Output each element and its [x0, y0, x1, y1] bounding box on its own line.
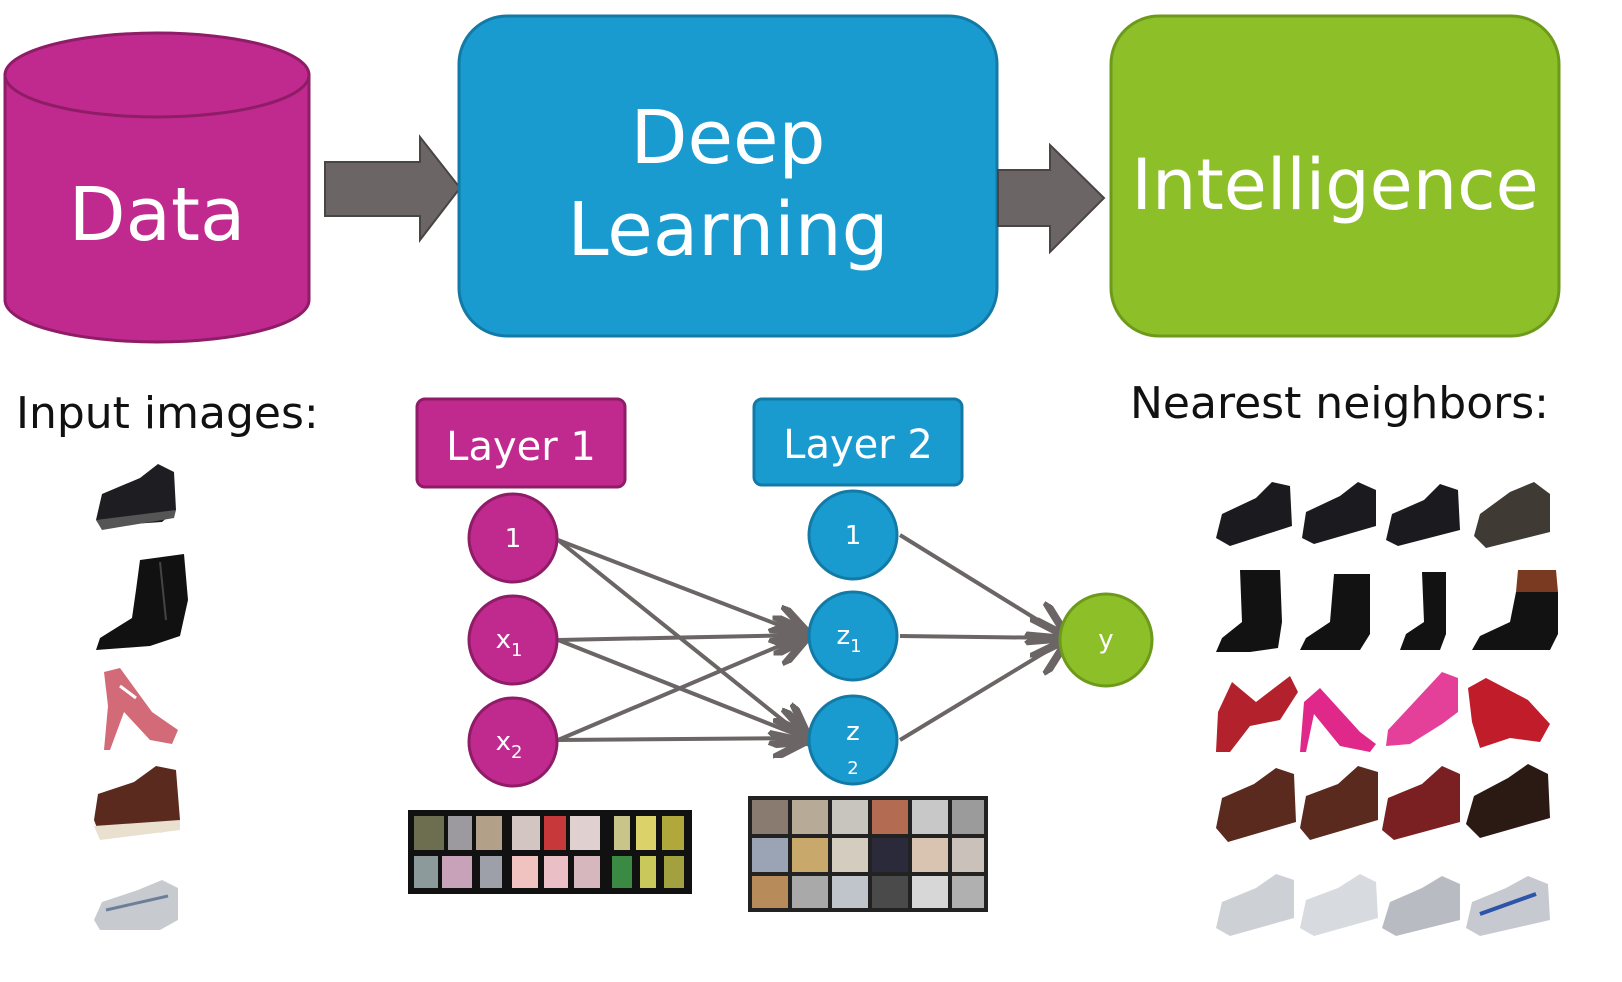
node-z2-label: z: [846, 717, 860, 747]
neighbor-row-sneakers: [1216, 482, 1550, 548]
layer1-box: [415, 397, 627, 489]
boat-shoe-brown-icon: [94, 766, 180, 840]
node-y-label: y: [1098, 625, 1113, 655]
deep-learning-line2: Learning: [567, 187, 889, 273]
node-x2-label: x2: [496, 727, 523, 763]
node-z2-sub: 2: [847, 758, 858, 779]
node-y: [1058, 592, 1154, 688]
neighbor-row-running-shoes: [1216, 874, 1550, 936]
heel-red-icon: [104, 668, 178, 750]
input-images-column: [94, 464, 188, 930]
node-l1-bias-label: 1: [505, 524, 522, 554]
layer2-filters-image: [748, 796, 988, 912]
boot-black-icon: [96, 554, 188, 650]
node-l2-bias-label: 1: [845, 521, 862, 551]
layer2-label: Layer 2: [783, 422, 933, 468]
layer2-box: [752, 397, 964, 487]
intelligence-label: Intelligence: [1131, 144, 1539, 226]
layer1-label: Layer 1: [446, 424, 596, 470]
node-z1-label: z1: [836, 621, 861, 657]
node-x2: [467, 696, 559, 788]
deep-learning-label: Deep Learning: [459, 92, 997, 276]
node-z1: [807, 590, 899, 682]
neighbor-row-heels: [1216, 672, 1550, 752]
deep-learning-line1: Deep: [630, 95, 826, 181]
neighbor-row-boots: [1216, 570, 1558, 652]
input-images-caption: Input images:: [16, 388, 319, 439]
layer1-filters-image: [408, 810, 692, 894]
pipeline-diagram: [3, 14, 1561, 344]
arrow-data-to-deep: [324, 134, 462, 243]
data-label: Data: [68, 172, 246, 258]
arrow-deep-to-intelligence: [997, 142, 1106, 255]
node-z2: [807, 694, 899, 786]
node-x1: [467, 594, 559, 686]
edges-layer1-layer2: [556, 538, 805, 740]
neural-network: Layer 1 Layer 2 1 x1 x2 1 z1 z 2 y: [408, 397, 1154, 912]
sneaker-black-icon: [96, 464, 176, 530]
running-shoe-white-icon: [94, 880, 178, 930]
node-l2-bias: [807, 489, 899, 581]
node-l1-bias: [467, 492, 559, 584]
edges-layer2-output: [898, 533, 1062, 742]
nearest-neighbors-grid: [1210, 462, 1560, 952]
nearest-neighbors-caption: Nearest neighbors:: [1130, 378, 1549, 429]
data-cylinder: [3, 31, 311, 344]
node-x1-label: x1: [496, 625, 523, 661]
neighbor-row-boat-shoes: [1216, 764, 1550, 842]
intelligence-box: [1109, 14, 1561, 338]
